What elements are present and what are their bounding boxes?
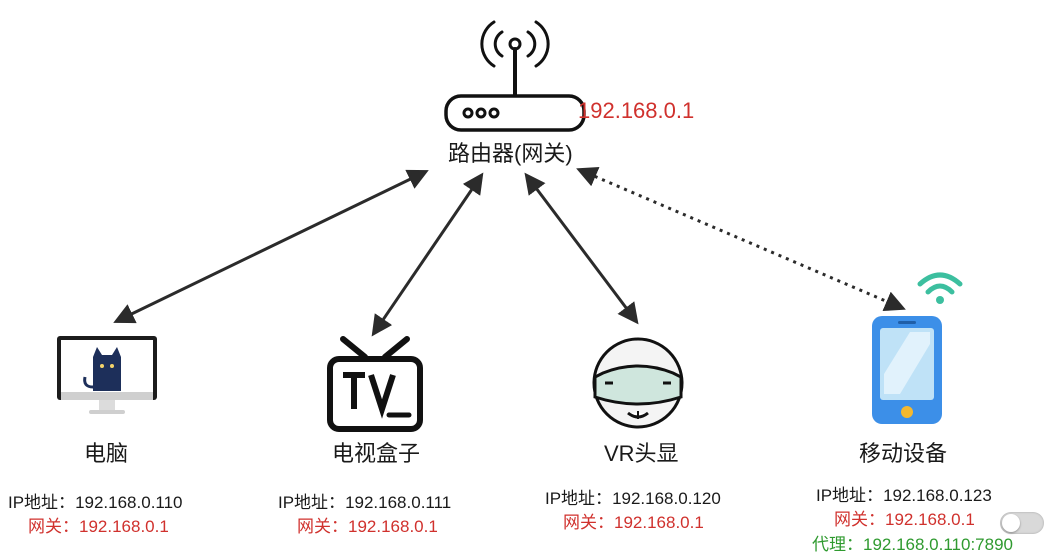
mobile-proxy-row: 代理：192.168.0.110:7890	[812, 530, 1013, 555]
wifi-icon	[917, 272, 963, 304]
computer-ip-row: IP地址：192.168.0.110	[8, 488, 183, 513]
ip-label: IP地址：	[8, 493, 76, 512]
tv-box-icon	[327, 336, 423, 432]
gateway-value: 192.168.0.1	[885, 510, 975, 529]
router-ip: 192.168.0.1	[578, 98, 695, 123]
router-icon	[444, 20, 586, 132]
gateway-label: 网关：	[563, 513, 614, 532]
link-mobile-dashed	[576, 166, 906, 312]
mobile-gateway-row: 网关：192.168.0.1	[834, 505, 975, 530]
toggle-knob	[1002, 514, 1020, 532]
gateway-label: 网关：	[297, 517, 348, 536]
computer-gateway-row: 网关：192.168.0.1	[28, 512, 169, 537]
proxy-label: 代理：	[812, 535, 863, 554]
ip-label: IP地址：	[816, 486, 884, 505]
router-label: 路由器(网关)	[448, 141, 573, 166]
link-tv-box	[371, 172, 484, 337]
tv-box-gateway-row: 网关：192.168.0.1	[297, 512, 438, 537]
proxy-value: 192.168.0.110:7890	[863, 535, 1013, 554]
ip-value: 192.168.0.110	[75, 493, 183, 512]
device-name-tv-box: 电视盒子	[332, 441, 421, 466]
vr-headset-icon	[592, 337, 684, 429]
ip-value: 192.168.0.111	[345, 493, 452, 512]
mobile-ip-row: IP地址：192.168.0.123	[816, 481, 992, 506]
ip-value: 192.168.0.120	[612, 489, 721, 508]
ip-label: IP地址：	[545, 489, 613, 508]
vr-headset-gateway-row: 网关：192.168.0.1	[563, 508, 704, 533]
gateway-label: 网关：	[834, 510, 885, 529]
ip-label: IP地址：	[278, 493, 346, 512]
computer-icon	[57, 336, 157, 414]
device-name-vr-headset: VR头显	[604, 441, 679, 466]
proxy-toggle[interactable]	[1000, 512, 1044, 534]
link-vr-headset	[524, 172, 639, 325]
device-name-computer: 电脑	[84, 441, 129, 466]
mobile-phone-icon	[872, 316, 942, 424]
gateway-label: 网关：	[28, 517, 79, 536]
vr-headset-ip-row: IP地址：192.168.0.120	[545, 484, 721, 509]
tv-box-ip-row: IP地址：192.168.0.111	[278, 488, 451, 513]
cat-logo-icon	[83, 347, 121, 391]
gateway-value: 192.168.0.1	[79, 517, 169, 536]
link-computer	[113, 169, 429, 324]
ip-value: 192.168.0.123	[883, 486, 992, 505]
device-name-mobile: 移动设备	[859, 441, 948, 466]
gateway-value: 192.168.0.1	[348, 517, 438, 536]
gateway-value: 192.168.0.1	[614, 513, 704, 532]
